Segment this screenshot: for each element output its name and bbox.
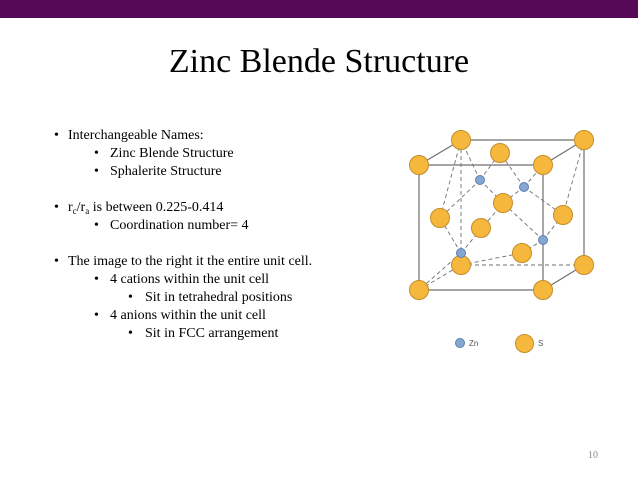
ratio-subscript-c: c bbox=[72, 206, 77, 216]
s-atom bbox=[574, 255, 594, 275]
bullet-gap bbox=[54, 181, 394, 199]
legend-zn: Zn bbox=[455, 332, 478, 354]
bullet-dot: • bbox=[94, 308, 99, 323]
bond-line bbox=[439, 139, 462, 219]
ratio-range-text: is between 0.225-0.414 bbox=[89, 200, 224, 215]
bullet-coordination: • Coordination number= 4 bbox=[54, 217, 394, 235]
bullet-names-heading: • Interchangeable Names: bbox=[54, 127, 394, 145]
bullet-anions: • 4 anions within the unit cell bbox=[54, 307, 394, 325]
s-atom bbox=[451, 130, 471, 150]
bullet-dot: • bbox=[128, 290, 133, 305]
bullet-name-1: • Zinc Blende Structure bbox=[54, 145, 394, 163]
bond-line bbox=[460, 202, 504, 254]
bullet-dot: • bbox=[94, 164, 99, 179]
ratio-subscript-a: a bbox=[85, 206, 90, 216]
s-atom bbox=[451, 255, 471, 275]
bullet-list: • Interchangeable Names: • Zinc Blende S… bbox=[54, 127, 394, 343]
bullet-dot: • bbox=[94, 272, 99, 287]
legend-s-label: S bbox=[538, 338, 544, 348]
bullet-text: 4 cations within the unit cell bbox=[110, 272, 270, 287]
zn-atom bbox=[456, 248, 466, 258]
page-number: 10 bbox=[588, 450, 598, 461]
top-bar bbox=[0, 0, 638, 18]
unit-cell-diagram bbox=[409, 130, 594, 300]
bullet-radius-ratio: • rc/ra is between 0.225-0.414 bbox=[54, 199, 394, 217]
legend-zn-label: Zn bbox=[469, 338, 479, 348]
zn-atom-swatch bbox=[455, 338, 465, 348]
bullet-cations-detail: • Sit in tetrahedral positions bbox=[54, 289, 394, 307]
bullet-text: Interchangeable Names: bbox=[68, 128, 204, 143]
bullet-anions-detail: • Sit in FCC arrangement bbox=[54, 325, 394, 343]
bullet-dot: • bbox=[54, 200, 59, 215]
cell-atoms bbox=[409, 130, 594, 300]
s-atom bbox=[430, 208, 450, 228]
s-atom bbox=[493, 193, 513, 213]
s-atom bbox=[553, 205, 573, 225]
ratio-r: r bbox=[68, 200, 73, 215]
bond-line bbox=[523, 186, 564, 216]
bullet-dot: • bbox=[54, 128, 59, 143]
bullet-text: Sit in FCC arrangement bbox=[145, 326, 279, 341]
zn-atom bbox=[519, 182, 529, 192]
s-atom bbox=[409, 280, 429, 300]
zn-atom bbox=[538, 235, 548, 245]
bullet-cations: • 4 cations within the unit cell bbox=[54, 271, 394, 289]
s-atom-swatch bbox=[515, 333, 534, 353]
bullet-text: Sit in tetrahedral positions bbox=[145, 290, 293, 305]
bullet-dot: • bbox=[94, 146, 99, 161]
bullet-text: The image to the right it the entire uni… bbox=[68, 254, 313, 269]
bullet-text: Sphalerite Structure bbox=[110, 164, 222, 179]
bond-line bbox=[562, 139, 585, 216]
bullet-dot: • bbox=[54, 254, 59, 269]
bond-line bbox=[479, 179, 504, 204]
bond-line bbox=[542, 214, 564, 241]
bullet-dot: • bbox=[128, 326, 133, 341]
ratio-slash-r: /r bbox=[76, 200, 86, 215]
s-atom bbox=[490, 143, 510, 163]
s-atom bbox=[533, 155, 553, 175]
bullet-text: 4 anions within the unit cell bbox=[110, 308, 266, 323]
s-atom bbox=[533, 280, 553, 300]
bullet-text: Coordination number= 4 bbox=[110, 218, 249, 233]
bullet-dot: • bbox=[94, 218, 99, 233]
atom-legend: Zn S bbox=[455, 332, 565, 354]
bullet-text: Zinc Blende Structure bbox=[110, 146, 234, 161]
s-atom bbox=[409, 155, 429, 175]
bullet-unit-cell: • The image to the right it the entire u… bbox=[54, 253, 394, 271]
bullet-gap bbox=[54, 235, 394, 253]
s-atom bbox=[574, 130, 594, 150]
slide-title: Zinc Blende Structure bbox=[168, 43, 470, 80]
bullet-name-2: • Sphalerite Structure bbox=[54, 163, 394, 181]
zn-atom bbox=[475, 175, 485, 185]
s-atom bbox=[471, 218, 491, 238]
s-atom bbox=[512, 243, 532, 263]
legend-s: S bbox=[515, 332, 543, 354]
bond-line bbox=[460, 252, 523, 266]
